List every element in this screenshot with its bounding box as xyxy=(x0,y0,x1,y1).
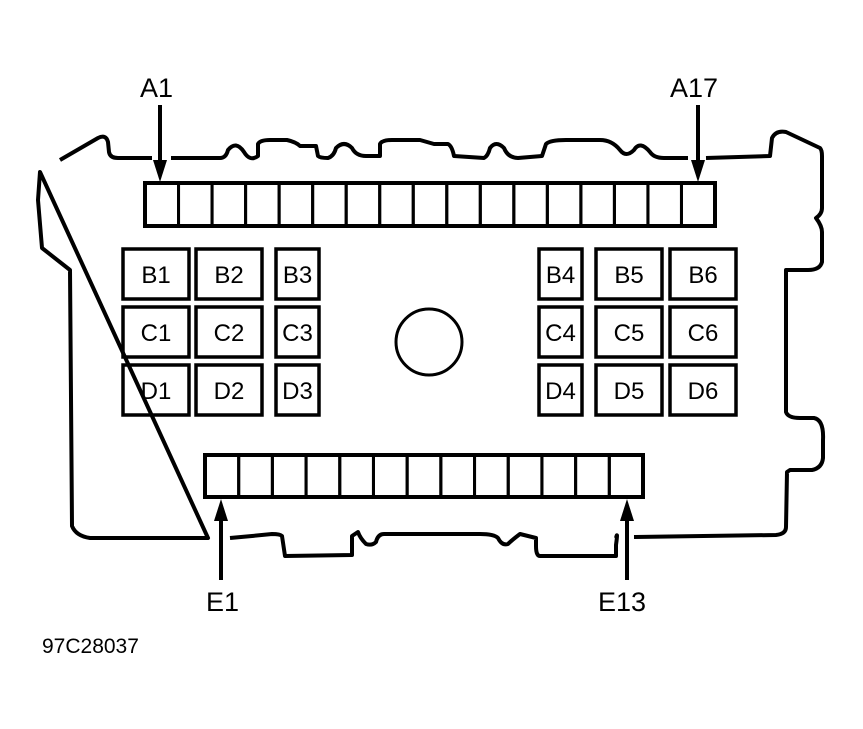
terminal-d3 xyxy=(274,363,321,417)
terminal-d1 xyxy=(121,363,191,417)
terminal-c1 xyxy=(121,305,191,359)
a-cavity-2 xyxy=(177,181,214,228)
terminal-c2 xyxy=(194,305,264,359)
terminal-b4 xyxy=(537,247,584,301)
a-cavity-12 xyxy=(512,181,549,228)
a-cavity-11 xyxy=(478,181,516,228)
e-cavity-3 xyxy=(270,453,308,499)
arrow-a1 xyxy=(153,105,167,182)
a-cavity-9 xyxy=(411,181,449,228)
connector-row-e xyxy=(203,453,645,499)
terminal-b2 xyxy=(194,247,264,301)
e-cavity-6 xyxy=(371,453,409,499)
arrow-e1 xyxy=(214,499,228,580)
arrow-e13 xyxy=(620,499,634,580)
e-cavity-4 xyxy=(304,453,342,499)
terminal-label-d4: D4 xyxy=(545,378,576,405)
terminal-d5 xyxy=(594,363,664,417)
e-cavity-12 xyxy=(574,453,611,499)
a-cavity-4 xyxy=(244,181,281,228)
terminal-label-d3: D3 xyxy=(282,378,313,405)
a-cavity-3 xyxy=(210,181,248,228)
terminal-label-c3: C3 xyxy=(282,320,313,347)
terminal-label-d2: D2 xyxy=(214,378,245,405)
terminal-d6 xyxy=(668,363,738,417)
e-row-frame xyxy=(203,453,645,499)
terminal-label-c4: C4 xyxy=(545,320,576,347)
a-cavity-15 xyxy=(612,181,650,228)
connector-row-a xyxy=(143,181,717,228)
terminal-label-c5: C5 xyxy=(614,320,645,347)
e-cavity-8 xyxy=(439,453,477,499)
arrow-a17 xyxy=(691,105,705,182)
terminal-label-c1: C1 xyxy=(141,320,172,347)
terminal-c4 xyxy=(537,305,584,359)
a-cavity-16 xyxy=(646,181,683,228)
terminal-c5 xyxy=(594,305,664,359)
a-row-frame xyxy=(143,181,717,228)
terminal-label-d6: D6 xyxy=(688,378,719,405)
a-cavity-1 xyxy=(143,181,181,228)
e-cavity-1 xyxy=(203,453,241,499)
housing-outline xyxy=(36,129,826,558)
a-cavity-6 xyxy=(311,181,348,228)
terminal-d4 xyxy=(537,363,584,417)
a-cavity-17 xyxy=(679,181,717,228)
terminal-label-c6: C6 xyxy=(688,320,719,347)
a-cavity-7 xyxy=(344,181,382,228)
a-cavity-8 xyxy=(378,181,415,228)
e-cavity-11 xyxy=(540,453,578,499)
a-cavity-13 xyxy=(545,181,583,228)
e-cavity-5 xyxy=(338,453,375,499)
terminal-label-c2: C2 xyxy=(214,320,245,347)
terminal-b5 xyxy=(594,247,664,301)
label-a1: A1 xyxy=(140,73,173,103)
terminal-label-d5: D5 xyxy=(614,378,645,405)
terminal-label-b6: B6 xyxy=(688,262,717,289)
locating-post xyxy=(394,307,464,377)
terminal-c6 xyxy=(668,305,738,359)
terminal-label-b1: B1 xyxy=(141,262,170,289)
terminal-b1 xyxy=(121,247,191,301)
a-cavity-10 xyxy=(445,181,482,228)
e-cavity-7 xyxy=(405,453,443,499)
a-cavity-14 xyxy=(579,181,616,228)
label-a17: A17 xyxy=(670,73,718,103)
e-cavity-10 xyxy=(506,453,544,499)
label-e13: E13 xyxy=(598,587,646,617)
terminal-label-b3: B3 xyxy=(283,262,312,289)
terminal-label-b2: B2 xyxy=(214,262,243,289)
a-cavity-5 xyxy=(277,181,315,228)
terminal-b6 xyxy=(668,247,738,301)
terminal-label-d1: D1 xyxy=(141,378,172,405)
terminal-c3 xyxy=(274,305,321,359)
figure-id: 97C28037 xyxy=(42,635,139,658)
e-cavity-2 xyxy=(237,453,274,499)
e-cavity-13 xyxy=(607,453,645,499)
terminal-label-b4: B4 xyxy=(546,262,575,289)
e-cavity-9 xyxy=(473,453,510,499)
terminal-d2 xyxy=(194,363,264,417)
label-e1: E1 xyxy=(206,587,239,617)
terminal-label-b5: B5 xyxy=(614,262,643,289)
terminal-b3 xyxy=(274,247,321,301)
